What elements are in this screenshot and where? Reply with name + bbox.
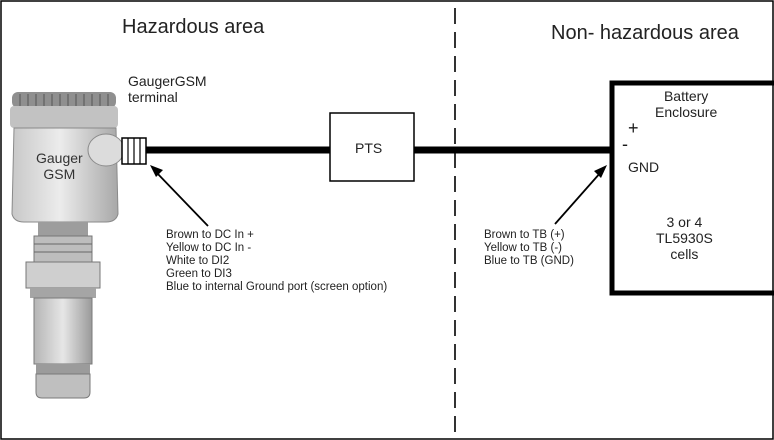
wiring-item: Brown to TB (+) bbox=[484, 229, 565, 241]
arrow-left bbox=[150, 165, 209, 227]
enclosure-title: Battery Enclosure bbox=[655, 88, 718, 121]
wiring-item: Blue to TB (GND) bbox=[484, 255, 574, 267]
minus-terminal-label: - bbox=[622, 134, 628, 154]
cells-label: 3 or 4 TL5930S cells bbox=[656, 214, 713, 263]
non-hazardous-area-title: Non- hazardous area bbox=[551, 22, 739, 44]
wiring-item: Yellow to TB (-) bbox=[484, 242, 562, 254]
terminal-connector-icon bbox=[121, 137, 147, 165]
gnd-terminal-label: GND bbox=[628, 159, 660, 175]
arrow-right bbox=[554, 165, 607, 225]
pts-box bbox=[329, 112, 415, 182]
hazardous-area-title: Hazardous area bbox=[122, 16, 265, 38]
wiring-item: Green to DI3 bbox=[166, 268, 232, 280]
wiring-list-left: Brown to DC In + Yellow to DC In - White… bbox=[166, 229, 387, 294]
battery-enclosure-box bbox=[609, 80, 774, 296]
terminal-label: GaugerGSM terminal bbox=[128, 73, 207, 106]
wiring-item: Yellow to DC In - bbox=[166, 242, 252, 254]
device-name-label: Gauger GSM bbox=[36, 150, 83, 183]
pts-label: PTS bbox=[355, 140, 383, 156]
wiring-item: Brown to DC In + bbox=[166, 229, 254, 241]
wiring-item: White to DI2 bbox=[166, 255, 230, 267]
plus-terminal-label: + bbox=[628, 118, 639, 138]
wiring-list-right: Brown to TB (+) Yellow to TB (-) Blue to… bbox=[484, 229, 574, 268]
wiring-item: Blue to internal Ground port (screen opt… bbox=[166, 281, 388, 293]
gauger-gsm-device-icon bbox=[10, 92, 125, 399]
